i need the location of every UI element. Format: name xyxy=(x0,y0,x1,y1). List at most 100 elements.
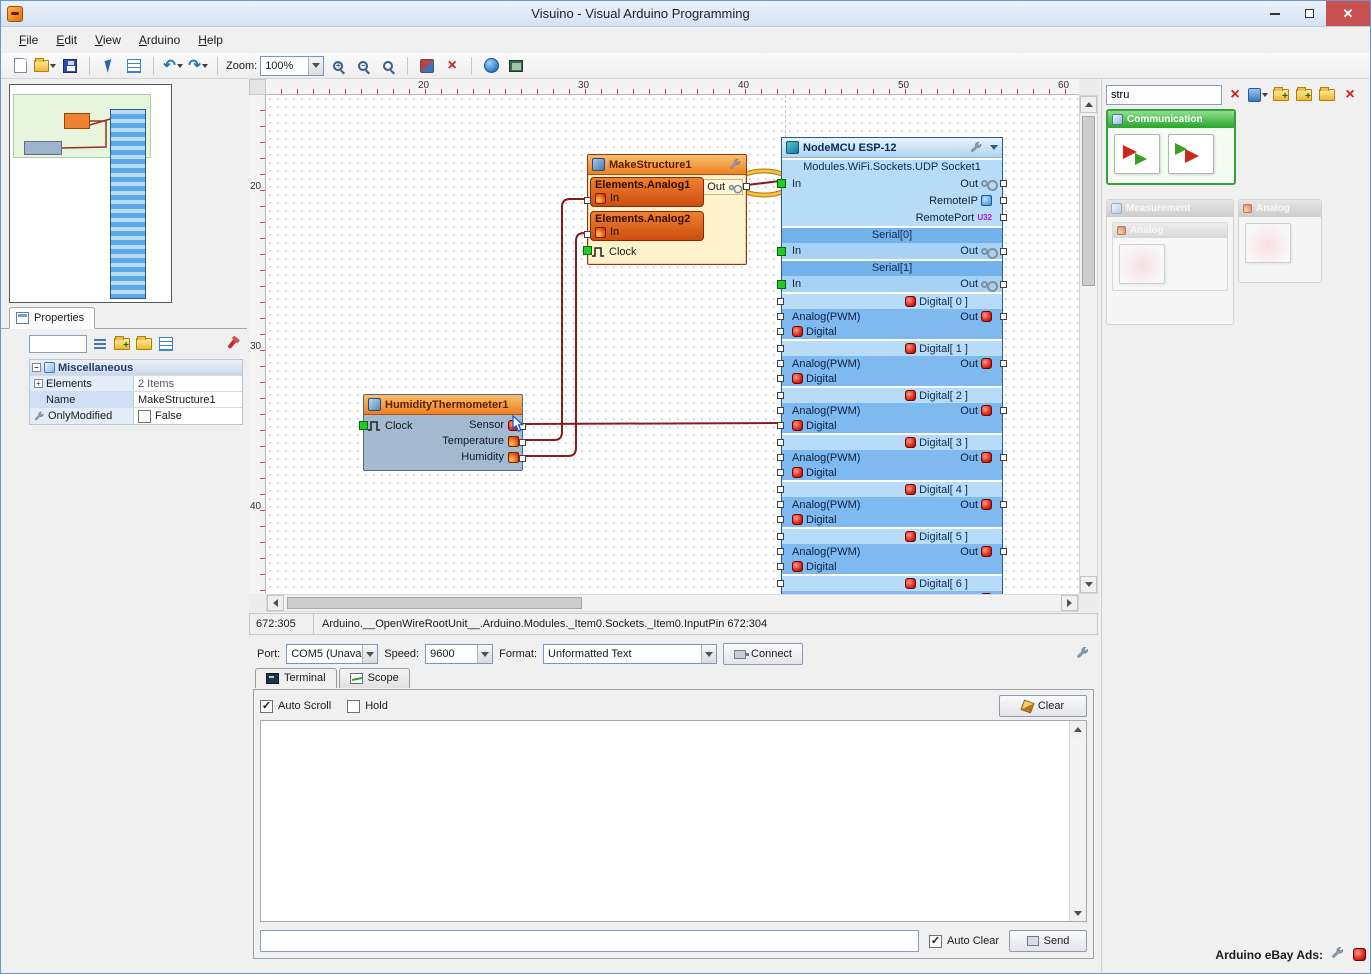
scrollbar-thumb[interactable] xyxy=(287,597,582,609)
compile-button[interactable] xyxy=(480,55,502,77)
menu-help[interactable]: Help xyxy=(198,33,223,47)
component-nodemcu-esp12[interactable]: NodeMCU ESP-12 Modules.WiFi.Sockets.UDP … xyxy=(777,137,1007,594)
terminal-scrollbar[interactable] xyxy=(1069,721,1086,921)
serial-settings-button[interactable] xyxy=(1076,646,1090,663)
zoom-reset-button[interactable] xyxy=(377,55,399,77)
scroll-down-button[interactable] xyxy=(1070,905,1086,921)
pin-connector[interactable] xyxy=(777,533,784,540)
canvas-vertical-scrollbar[interactable] xyxy=(1079,95,1098,594)
component-settings-button[interactable] xyxy=(970,141,983,154)
category-analog[interactable]: Analog xyxy=(1238,199,1322,283)
port-combobox[interactable]: COM5 (Unava xyxy=(286,644,379,664)
menu-edit[interactable]: Edit xyxy=(56,33,78,47)
filter-dropdown-icon[interactable] xyxy=(1262,93,1268,97)
open-dropdown-icon[interactable] xyxy=(50,63,56,68)
analog-pwm-connector[interactable] xyxy=(777,360,784,367)
pin-connector[interactable] xyxy=(777,345,784,352)
format-combobox[interactable]: Unformatted Text xyxy=(543,644,718,664)
udp-out-connector[interactable] xyxy=(1000,180,1007,187)
out-connector[interactable] xyxy=(1000,501,1007,508)
property-value-input[interactable]: MakeStructure1 xyxy=(134,393,242,406)
redo-dropdown-icon[interactable] xyxy=(201,63,208,68)
analog-pwm-connector[interactable] xyxy=(777,407,784,414)
wire-temperature-to-analog1[interactable] xyxy=(524,198,585,441)
wire-humidity-to-analog2[interactable] xyxy=(524,232,585,457)
temperature-pin[interactable]: Temperature xyxy=(442,435,519,447)
serial0-in-connector[interactable] xyxy=(777,246,786,256)
new-category-button[interactable] xyxy=(1271,85,1291,105)
close-button[interactable]: ✕ xyxy=(1326,1,1370,26)
component-search-input[interactable] xyxy=(1106,85,1222,105)
analog-subcategory-header[interactable]: Analog xyxy=(1113,223,1227,238)
out-connector[interactable] xyxy=(1000,313,1007,320)
wire-sensor-to-digital2[interactable] xyxy=(523,422,780,425)
properties-category-button[interactable] xyxy=(113,335,131,353)
component-thumbnail[interactable] xyxy=(1168,134,1214,174)
component-humiditythermometer1[interactable]: HumidityThermometer1 Clock Sensor Temper… xyxy=(359,394,526,471)
toggle-grid-button[interactable] xyxy=(123,55,145,77)
collapse-all-button[interactable] xyxy=(1317,85,1337,105)
out-connector[interactable] xyxy=(1000,454,1007,461)
connect-button[interactable]: Connect xyxy=(723,643,803,665)
scroll-right-button[interactable] xyxy=(1061,595,1078,611)
properties-expand-button[interactable] xyxy=(135,335,153,353)
terminal-output[interactable] xyxy=(260,720,1087,922)
delete-button[interactable]: × xyxy=(441,55,463,77)
property-row-elements[interactable]: +Elements 2 Items xyxy=(30,376,242,392)
design-canvas[interactable]: MakeStructure1 Out Elements.Analog1 In xyxy=(266,95,1079,594)
clock-pin-connector[interactable] xyxy=(359,421,368,430)
serial1-in-connector[interactable] xyxy=(777,279,786,289)
digital-connector[interactable] xyxy=(777,375,784,382)
zoom-dropdown-icon[interactable] xyxy=(308,56,324,75)
serial1-section[interactable]: Serial[1] In Out xyxy=(777,261,1007,292)
property-value[interactable]: 2 Items xyxy=(138,377,175,390)
clock-pin[interactable]: Clock xyxy=(592,246,637,258)
pin-connector[interactable] xyxy=(777,392,784,399)
serial0-out-connector[interactable] xyxy=(1000,247,1007,255)
add-component-button[interactable] xyxy=(1294,85,1314,105)
tab-properties[interactable]: Properties xyxy=(9,307,96,329)
save-project-button[interactable] xyxy=(59,55,81,77)
digital0-section[interactable]: Digital[ 0 ] Analog(PWM)Out Digital xyxy=(777,294,1007,339)
open-project-button[interactable] xyxy=(34,55,56,77)
out-connector[interactable] xyxy=(1000,360,1007,367)
pin-connector[interactable] xyxy=(777,486,784,493)
undo-button[interactable]: ↶ xyxy=(162,55,184,77)
scroll-left-button[interactable] xyxy=(267,595,284,611)
components-button[interactable] xyxy=(416,55,438,77)
pin-connector[interactable] xyxy=(777,298,784,305)
humidity-connector[interactable] xyxy=(519,455,526,462)
digital2-section[interactable]: Digital[ 2 ] Analog(PWM)Out Digital xyxy=(777,388,1007,433)
clear-button[interactable]: Clear xyxy=(999,695,1087,717)
analog-pwm-connector[interactable] xyxy=(777,454,784,461)
digital-connector[interactable] xyxy=(777,516,784,523)
udp-socket-section[interactable]: Modules.WiFi.Sockets.UDP Socket1 In Out … xyxy=(777,160,1007,226)
auto-scroll-checkbox[interactable] xyxy=(260,699,273,713)
out-pin-connector[interactable] xyxy=(743,183,750,190)
subcategory-analog[interactable]: Analog xyxy=(1112,222,1228,291)
select-mode-button[interactable] xyxy=(98,55,120,77)
format-dropdown-icon[interactable] xyxy=(701,645,717,663)
speed-combobox[interactable]: 9600 xyxy=(425,644,494,664)
send-button[interactable]: Send xyxy=(1009,930,1087,952)
scrollbar-thumb[interactable] xyxy=(1082,116,1095,286)
digital-connector[interactable] xyxy=(777,422,784,429)
digital-connector[interactable] xyxy=(777,563,784,570)
analog-category-header[interactable]: Analog xyxy=(1239,200,1321,217)
serial0-section[interactable]: Serial[0] In Out xyxy=(777,228,1007,259)
analog-pwm-connector[interactable] xyxy=(777,548,784,555)
remoteip-connector[interactable] xyxy=(1000,197,1007,204)
out-connector[interactable] xyxy=(1000,548,1007,555)
analog-pwm-connector[interactable] xyxy=(777,501,784,508)
send-input[interactable] xyxy=(260,930,920,952)
digital3-section[interactable]: Digital[ 3 ] Analog(PWM)Out Digital xyxy=(777,435,1007,480)
property-row-name[interactable]: Name MakeStructure1 xyxy=(30,392,242,408)
communication-category-header[interactable]: Communication xyxy=(1108,111,1234,128)
hold-checkbox[interactable] xyxy=(347,699,361,713)
clock-pin[interactable]: Clock xyxy=(368,420,413,432)
expand-icon[interactable]: + xyxy=(34,379,43,388)
out-pin[interactable]: Out xyxy=(703,179,743,195)
undo-dropdown-icon[interactable] xyxy=(176,63,183,68)
zoom-combobox[interactable]: 100% xyxy=(260,55,325,76)
new-project-button[interactable] xyxy=(9,55,31,77)
